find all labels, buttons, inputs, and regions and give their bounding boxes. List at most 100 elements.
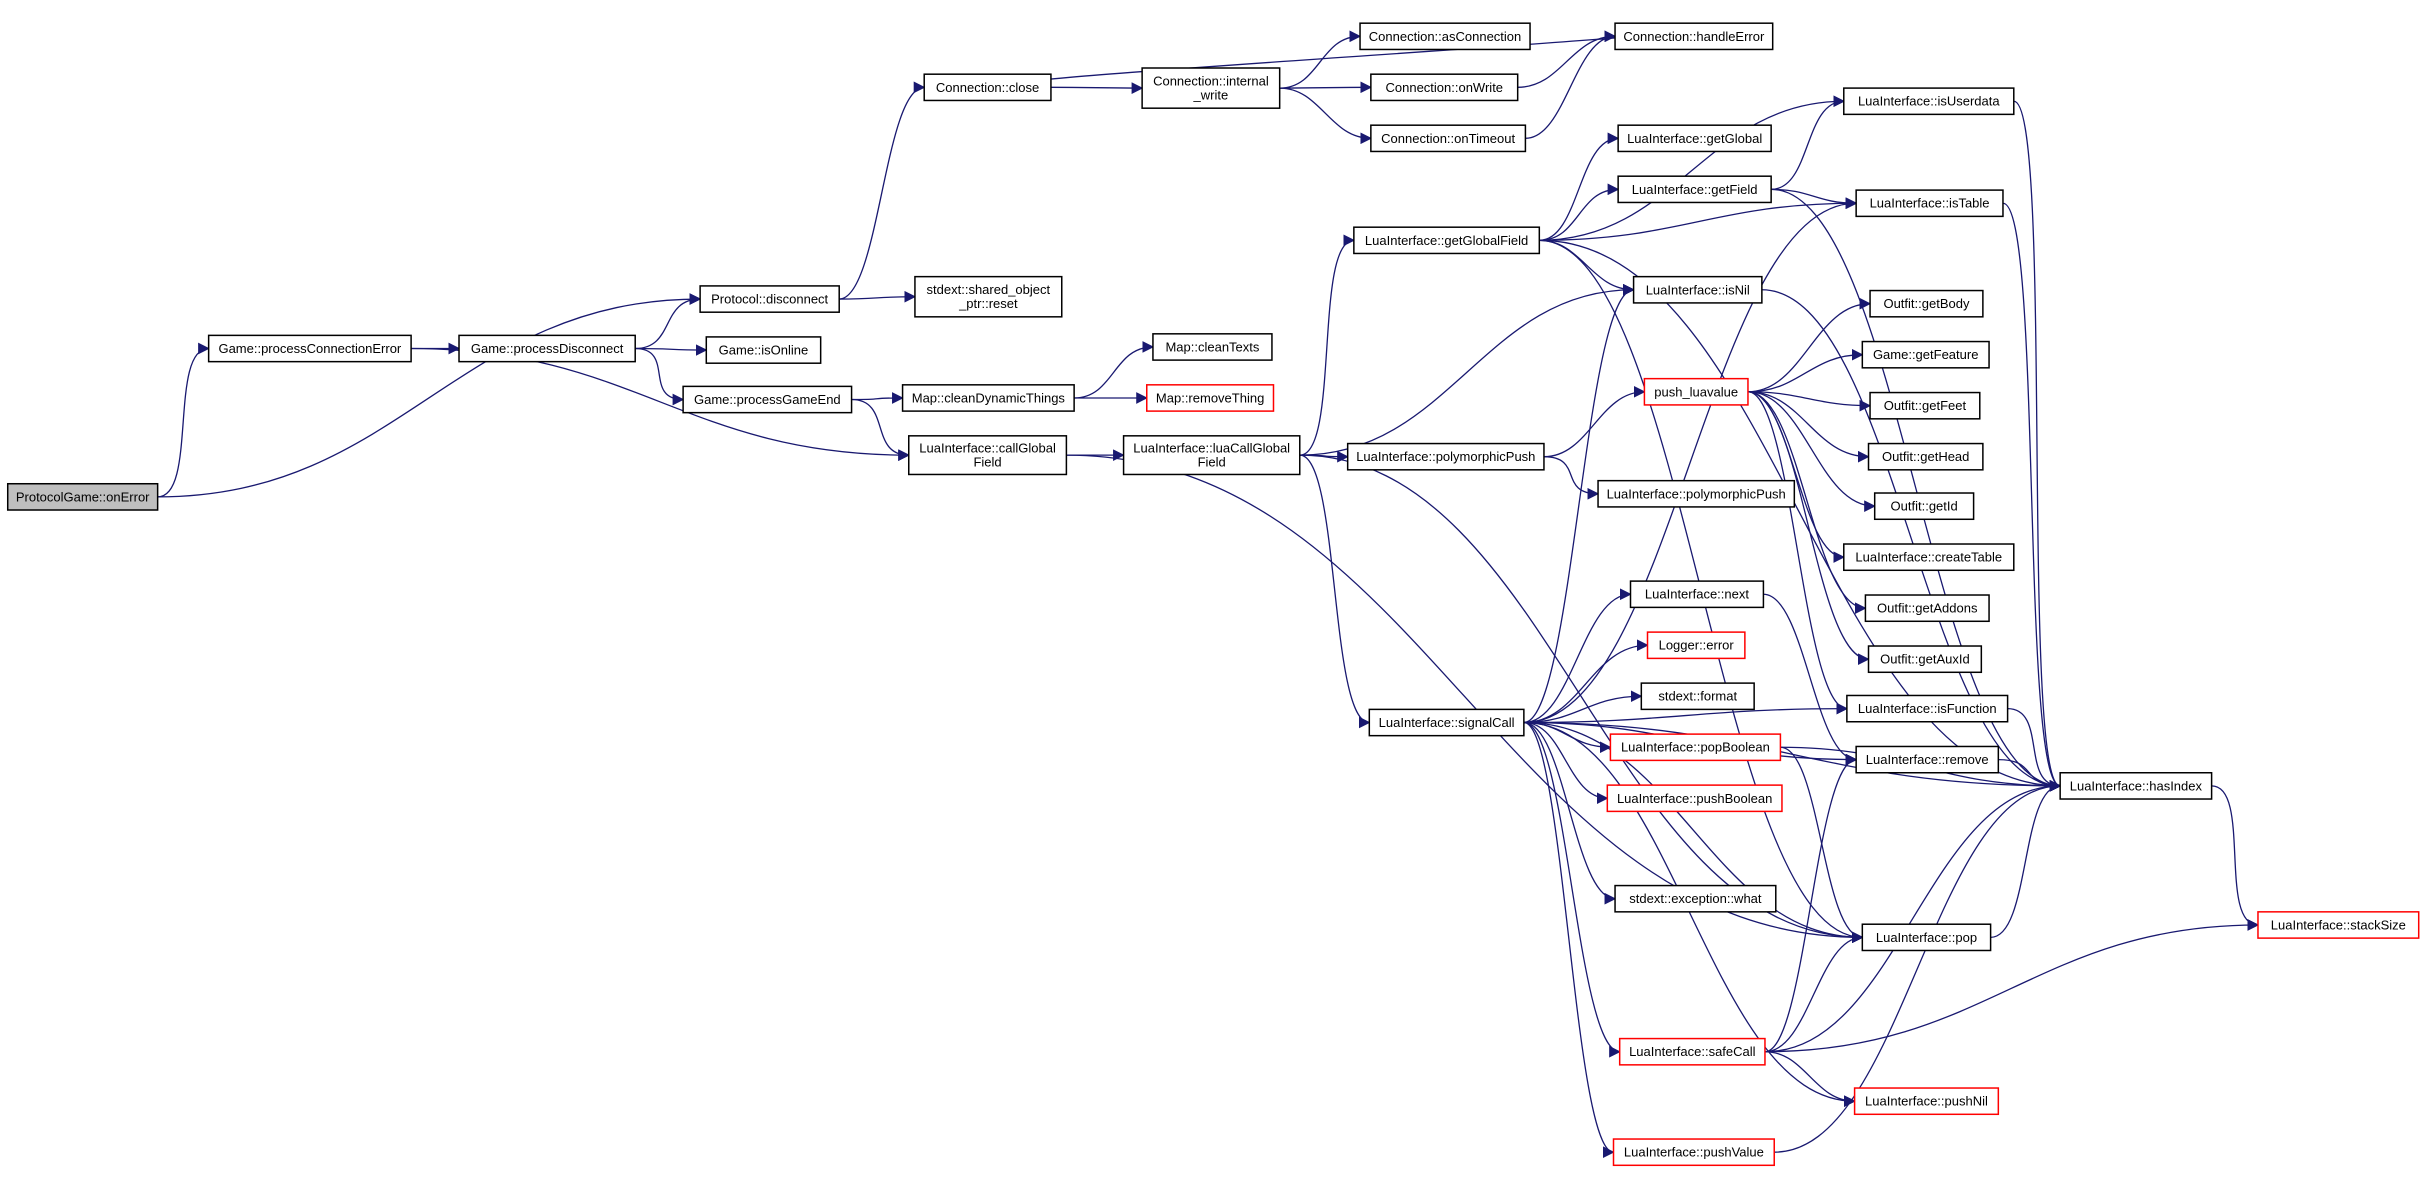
node-ogb[interactable]: Outfit::getBody [1869,289,1984,318]
node-lsc[interactable]: LuaInterface::signalCall [1368,708,1525,737]
node-mcdt[interactable]: Map::cleanDynamicThings [901,384,1075,412]
node-ogi[interactable]: Outfit::getId [1873,492,1975,521]
edge-plv-to-ogh [1747,391,1870,463]
edge-lnext-to-lrem [1763,593,1858,766]
node-lss[interactable]: LuaInterface::stackSize [2257,911,2420,939]
node-box [682,385,853,414]
node-lgf[interactable]: LuaInterface::getField [1617,175,1772,204]
node-cint[interactable]: Connection::internal_write [1141,67,1281,109]
node-box [914,275,1063,318]
edge-cint-to-conw [1279,81,1373,94]
node-lgg[interactable]: LuaInterface::getGlobal [1617,124,1772,153]
node-box [1843,87,2015,116]
node-box [1861,923,1992,952]
node-box [699,285,840,313]
edge-lsc-to-lsafe [1523,721,1621,1058]
node-gpd[interactable]: Game::processDisconnect [458,334,636,363]
edge-lgf-to-lit [1771,188,1858,210]
node-lit[interactable]: LuaInterface::isTable [1855,189,2004,218]
node-lerr[interactable]: Logger::error [1646,631,1746,660]
node-box [1606,784,1783,813]
node-label: Game::processDisconnect [471,341,624,356]
node-label: Map::cleanTexts [1165,339,1259,354]
node-lpopb[interactable]: LuaInterface::popBoolean [1609,733,1782,762]
node-ogai[interactable]: Outfit::getAuxId [1867,645,1983,674]
node-lggf[interactable]: LuaInterface::getGlobalField [1353,226,1541,255]
node-lpushv[interactable]: LuaInterface::pushValue [1612,1138,1775,1167]
node-sfmt[interactable]: stdext::format [1640,682,1755,711]
edge-lggf-to-lgg [1539,132,1620,241]
edge-cint-to-casc [1279,30,1362,89]
edge-plv-to-lif [1747,391,1849,715]
edge-plv-to-ggf [1747,348,1864,393]
node-lif[interactable]: LuaInterface::isFunction [1846,694,2009,723]
node-lhi[interactable]: LuaInterface::hasIndex [2059,772,2213,800]
node-label: Outfit::getFeet [1884,398,1967,413]
node-label: LuaInterface::pushValue [1624,1145,1764,1160]
node-box [1370,124,1527,153]
node-casc[interactable]: Connection::asConnection [1359,22,1531,51]
node-lin[interactable]: LuaInterface::isNil [1632,275,1763,304]
node-box [1629,580,1765,609]
node-lct[interactable]: LuaInterface::createTable [1843,543,2015,572]
node-mct[interactable]: Map::cleanTexts [1152,333,1273,361]
node-box [1643,377,1749,406]
node-ogf[interactable]: Outfit::getFeet [1869,391,1981,420]
node-lrem[interactable]: LuaInterface::remove [1855,745,2000,774]
node-label: LuaInterface::stackSize [2271,917,2406,932]
node-pdisc[interactable]: Protocol::disconnect [699,285,840,313]
node-label: Game::processGameEnd [694,392,841,407]
node-gpge[interactable]: Game::processGameEnd [682,385,853,414]
node-conw[interactable]: Connection::onWrite [1370,73,1519,102]
node-lpop[interactable]: LuaInterface::pop [1861,923,1992,952]
node-root[interactable]: ProtocolGame::onError [6,482,159,511]
node-lnext[interactable]: LuaInterface::next [1629,580,1765,609]
node-gpce[interactable]: Game::processConnectionError [207,334,412,363]
node-lpushb[interactable]: LuaInterface::pushBoolean [1606,784,1783,813]
node-oga[interactable]: Outfit::getAddons [1864,594,1990,623]
node-label: Outfit::getBody [1883,296,1969,311]
edge-liu-to-lhi [2013,100,2062,792]
edge-pdisc-to-sreset [839,290,917,303]
node-label: LuaInterface::getGlobalField [1365,233,1528,248]
node-box [901,384,1075,412]
node-gio[interactable]: Game::isOnline [705,336,822,364]
node-lpp2[interactable]: LuaInterface::polymorphicPush [1597,479,1796,508]
edge-plv-to-ogai [1747,391,1870,665]
node-label: Outfit::getAuxId [1880,652,1970,667]
node-box [1864,594,1990,623]
node-box [1617,175,1772,204]
edge-root-to-gpce [157,342,210,498]
edge-cclose-to-cint [1050,82,1144,94]
node-label: _write [1193,88,1229,103]
node-label: Connection::onTimeout [1381,131,1515,146]
node-lpp1[interactable]: LuaInterface::polymorphicPush [1346,442,1545,471]
node-ggf[interactable]: Game::getFeature [1861,340,1990,369]
node-label: LuaInterface::pushNil [1865,1094,1988,1109]
node-box [2257,911,2420,939]
node-box [1646,631,1746,660]
node-box [1867,442,1984,471]
node-label: Connection::internal [1153,74,1269,89]
node-box [1869,391,1981,420]
node-box [1843,543,2015,572]
node-che[interactable]: Connection::handleError [1614,22,1774,51]
node-lpushn[interactable]: LuaInterface::pushNil [1853,1087,2000,1116]
node-plv[interactable]: push_luavalue [1643,377,1749,406]
node-lsafe[interactable]: LuaInterface::safeCall [1618,1037,1766,1066]
node-box [1640,682,1755,711]
node-cclose[interactable]: Connection::close [923,73,1052,102]
node-cont[interactable]: Connection::onTimeout [1370,124,1527,153]
edge-lsc-to-lin [1523,284,1635,724]
node-mrt[interactable]: Map::removeThing [1146,384,1275,412]
node-box [207,334,412,363]
node-ogh[interactable]: Outfit::getHead [1867,442,1984,471]
node-sew[interactable]: stdext::exception::what [1614,884,1777,913]
node-box [1370,73,1519,102]
node-box [1853,1087,2000,1116]
node-sreset[interactable]: stdext::shared_object_ptr::reset [914,275,1063,318]
node-liu[interactable]: LuaInterface::isUserdata [1843,87,2015,116]
